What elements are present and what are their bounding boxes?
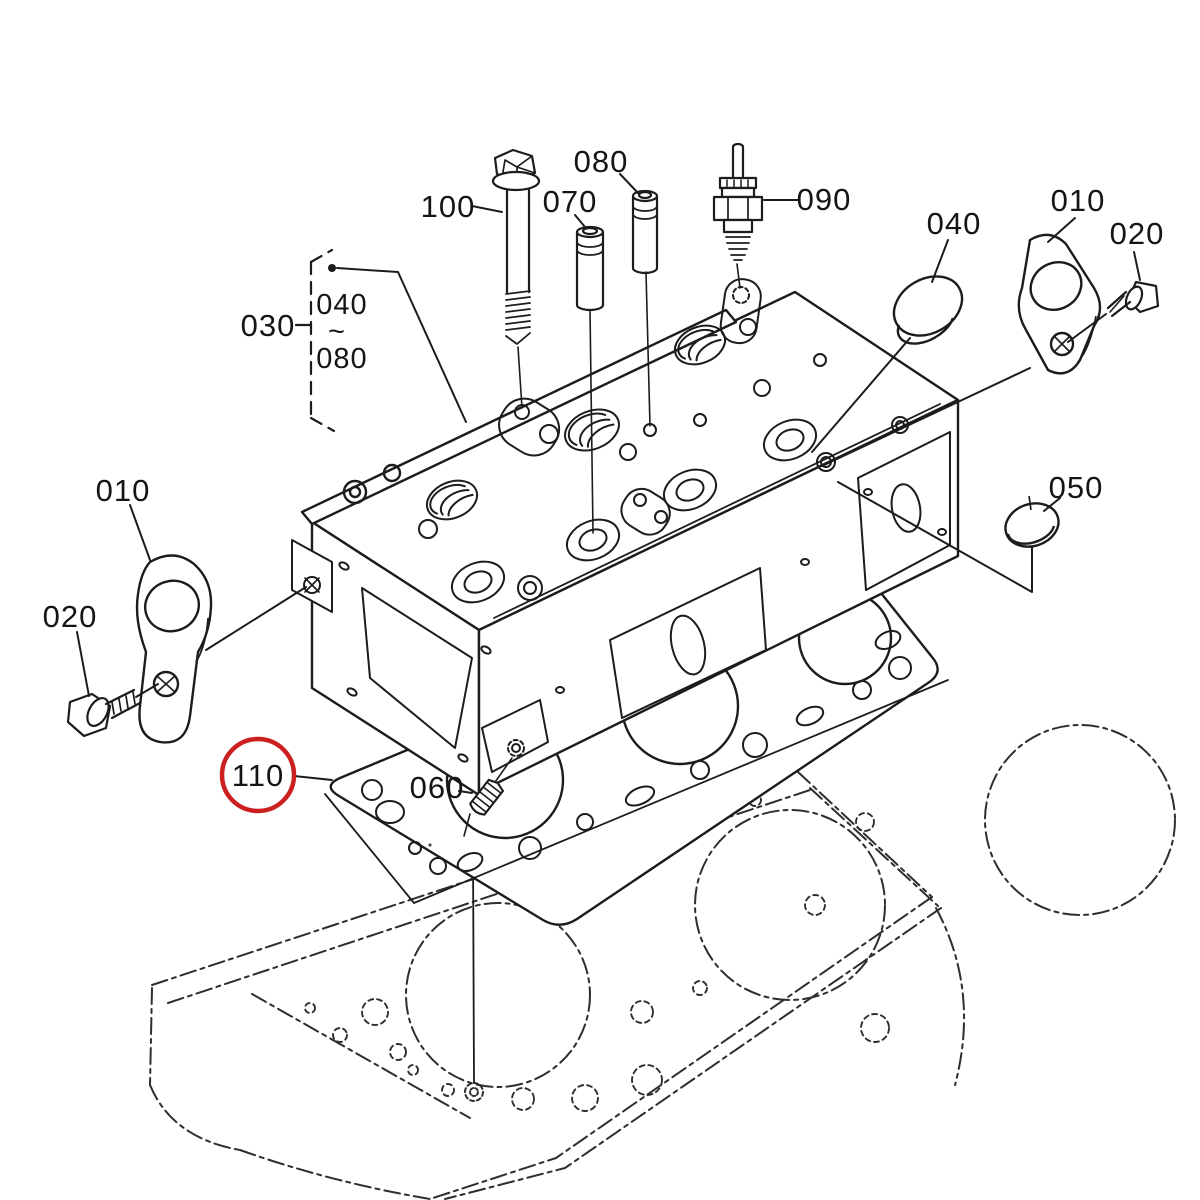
- part-cup-plug-large: [892, 275, 964, 345]
- highlight-circle-110: [219, 736, 297, 814]
- leader-020-left-to-eye: [135, 683, 159, 698]
- part-eye-bolt-right: [1106, 280, 1160, 318]
- callout-060: 060: [410, 770, 465, 805]
- head-left-face-details: [291, 539, 492, 763]
- engine-block: [149, 724, 1176, 1200]
- callout-010-right: 010: [1051, 183, 1106, 218]
- part-head-bolt: [491, 148, 541, 409]
- leader-010-left-long: [205, 586, 307, 651]
- leader-050: [1043, 497, 1061, 512]
- sensor-threads: [725, 236, 751, 261]
- head-front-face: [477, 398, 960, 794]
- leader-020-right: [1133, 251, 1141, 281]
- block-holes: [304, 793, 890, 1112]
- leader-lines: [76, 173, 1141, 794]
- part-temperature-sensor: [712, 142, 764, 289]
- part-valve-guide-intake: [575, 225, 605, 534]
- callout-labels: 100 070 080 090 040 010 020 030 040 ~ 08…: [43, 144, 1165, 805]
- threaded-port: [564, 408, 620, 452]
- bolt-threads: [111, 691, 136, 715]
- block-threaded-hole: [464, 1082, 484, 1102]
- callout-100: 100: [421, 189, 476, 224]
- leader-010-right: [1047, 217, 1076, 243]
- callout-020-right: 020: [1110, 216, 1165, 251]
- leader-040-right: [931, 239, 949, 283]
- leader-100: [471, 205, 503, 213]
- leader-010-right-long: [821, 367, 1031, 467]
- callout-070: 070: [543, 184, 598, 219]
- callout-030-range-tilde: ~: [328, 316, 346, 348]
- head-back-rail: [300, 308, 738, 526]
- head-front-face-details: [481, 431, 951, 773]
- callout-030-range-start: 040: [316, 289, 367, 321]
- leader-030-dot: [328, 264, 336, 272]
- callout-020-left: 020: [43, 599, 98, 634]
- leader-080: [619, 173, 639, 194]
- part-lifting-eye-right: [1017, 233, 1102, 375]
- threaded-port: [425, 479, 479, 521]
- callout-080: 080: [574, 144, 629, 179]
- part-set-screw: [463, 757, 513, 837]
- part-eye-bolt-left: [66, 688, 142, 738]
- leader-060: [458, 790, 473, 794]
- part-valve-guide-exhaust: [631, 189, 659, 427]
- leader-060-chain: [472, 849, 475, 1084]
- part-lifting-eye-left: [135, 554, 213, 744]
- leader-040-right-long: [811, 337, 911, 453]
- bolt-threads: [505, 290, 531, 345]
- group-bracket-030: [294, 248, 336, 433]
- callout-030-range-end: 080: [316, 343, 367, 375]
- callout-010-left: 010: [96, 473, 151, 508]
- leader-070: [574, 214, 586, 228]
- leader-050-long: [837, 481, 1033, 593]
- callout-050: 050: [1049, 470, 1104, 505]
- cylinder-head: [291, 278, 960, 797]
- leader-010-left: [129, 504, 151, 561]
- valve-seats: [450, 418, 818, 604]
- leader-110: [293, 775, 333, 781]
- callout-040-right: 040: [927, 206, 982, 241]
- leader-030: [336, 267, 467, 423]
- leader-020-right-to-eye: [1067, 313, 1107, 343]
- callout-030: 030: [241, 308, 296, 343]
- callout-110: 110: [232, 758, 284, 793]
- leader-020-left: [76, 631, 90, 697]
- part-cup-plug-small: [1004, 495, 1060, 548]
- head-deck-details: [418, 278, 909, 604]
- callout-090: 090: [797, 182, 852, 217]
